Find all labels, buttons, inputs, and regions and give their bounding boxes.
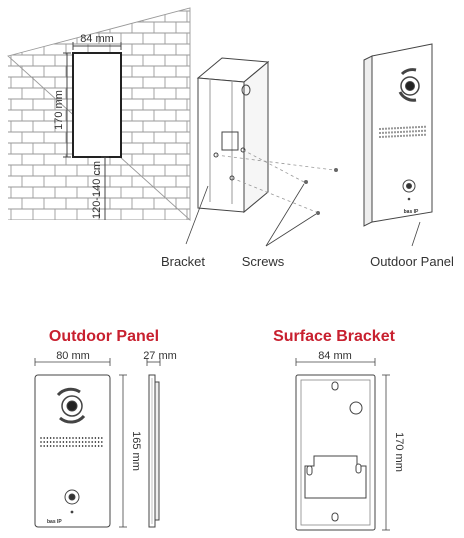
bracket-screw-hole-right bbox=[240, 147, 246, 153]
surface-bracket-view bbox=[295, 374, 376, 531]
bracket-cable-opening bbox=[221, 131, 239, 151]
bracket-width-dimension: 84 mm bbox=[295, 350, 376, 366]
wall-opening bbox=[72, 52, 122, 158]
screws-label: Screws bbox=[242, 254, 285, 269]
bracket-cable-hole bbox=[349, 401, 363, 415]
panel-width-dimension: 80 mm bbox=[34, 350, 111, 366]
outdoor-panel-3d: bas IP bbox=[363, 43, 433, 227]
bracket-3d bbox=[196, 57, 270, 214]
bracket-center-cutout bbox=[304, 455, 367, 499]
bracket-hole-top bbox=[241, 84, 251, 96]
bracket-left-slot bbox=[306, 465, 313, 476]
surface-bracket-title: Surface Bracket bbox=[273, 328, 396, 345]
panel-leader bbox=[411, 221, 421, 247]
bracket-leader bbox=[185, 185, 209, 245]
outdoor-panel-label: Outdoor Panel bbox=[370, 254, 454, 269]
bracket-screw-hole-bottom bbox=[229, 175, 235, 181]
outdoor-panel-title: Outdoor Panel bbox=[49, 328, 159, 345]
opening-width-dimension: 84 mm bbox=[72, 33, 122, 50]
mount-height-label: 120-140 cm bbox=[91, 161, 103, 219]
panel-front-brand: bas IP bbox=[47, 519, 62, 525]
bracket-width-label: 84 mm bbox=[318, 350, 352, 362]
panel-width-label: 80 mm bbox=[56, 350, 90, 362]
screws-leader-2 bbox=[265, 213, 317, 247]
panel-height-dimension: 165 mm bbox=[119, 374, 142, 528]
opening-height-label: 170 mm bbox=[53, 90, 65, 130]
opening-width-label: 84 mm bbox=[80, 33, 114, 45]
panel-front-view: bas IP bbox=[34, 374, 111, 528]
screw-1 bbox=[334, 168, 338, 172]
panel-3d-camera bbox=[398, 68, 420, 102]
screw-3 bbox=[316, 211, 320, 215]
mount-height-dimension: 120-140 cm bbox=[91, 156, 109, 220]
panel-depth-dimension: 27 mm bbox=[143, 350, 177, 366]
panel-depth-label: 27 mm bbox=[143, 350, 177, 362]
panel-height-label: 165 mm bbox=[130, 431, 142, 471]
screw-2 bbox=[304, 180, 308, 184]
bracket-label: Bracket bbox=[161, 254, 205, 269]
screws-leader-1 bbox=[265, 183, 305, 247]
opening-height-dimension: 170 mm bbox=[53, 52, 71, 158]
panel-3d-brand: bas IP bbox=[404, 209, 419, 215]
bracket-bottom-slot bbox=[331, 512, 339, 522]
bracket-height-dimension: 170 mm bbox=[382, 374, 405, 531]
screws bbox=[215, 149, 338, 215]
panel-front-camera bbox=[56, 387, 86, 424]
bracket-top-slot bbox=[331, 381, 339, 391]
bracket-right-slot bbox=[355, 463, 362, 474]
bracket-height-label: 170 mm bbox=[393, 432, 405, 472]
panel-side-view bbox=[148, 374, 160, 528]
